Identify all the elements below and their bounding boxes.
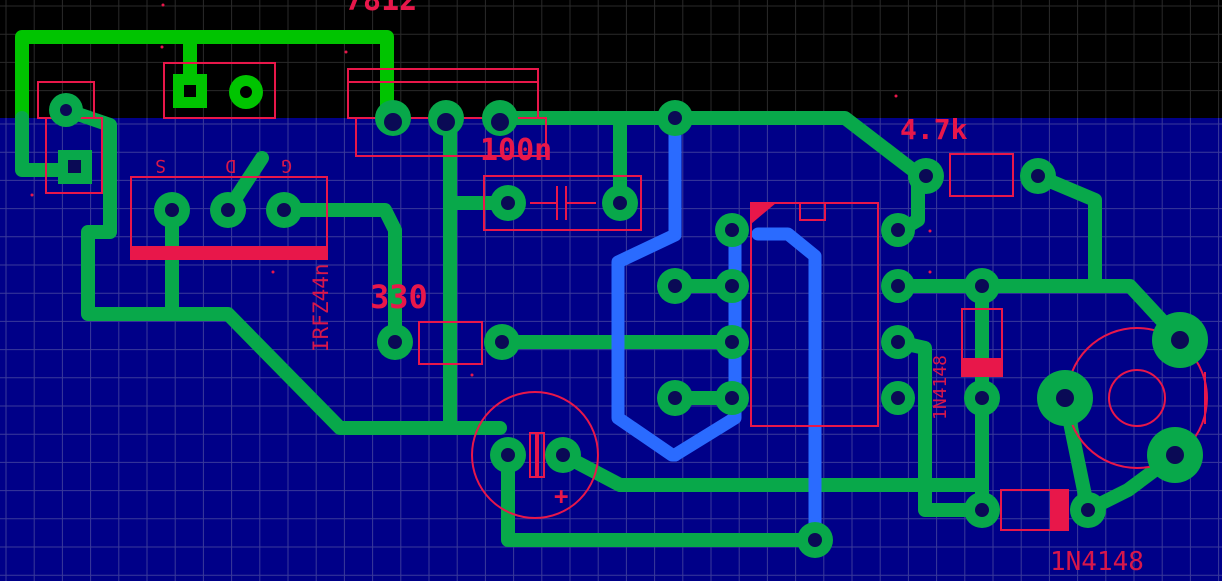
diode-1-band xyxy=(962,358,1002,376)
silk-specks xyxy=(30,3,932,377)
regulator-label: 7812 xyxy=(345,0,417,18)
diode-2-band xyxy=(1050,490,1068,530)
mosfet-pin-g-label: G xyxy=(281,155,292,176)
res-47k-outline xyxy=(949,153,1014,197)
res-47k-label: 4.7k xyxy=(900,113,968,146)
diode-2-label: 1N4148 xyxy=(1050,547,1144,577)
labels: 100n 4.7k 330 IRFZ44n S D G 1N4148 1N414… xyxy=(155,113,1144,577)
power-connector-outline xyxy=(163,62,276,119)
mosfet-tab xyxy=(131,246,327,259)
cap-100n-label: 100n xyxy=(480,133,552,168)
mosfet-pin-s-label: S xyxy=(155,155,166,176)
cap-plus-label: + xyxy=(554,482,568,510)
res-330-outline xyxy=(418,321,483,365)
ic-outline xyxy=(750,202,879,427)
diode-1-label: 1N4148 xyxy=(930,355,951,420)
mosfet-pin-d-label: D xyxy=(225,155,236,176)
res-330-label: 330 xyxy=(370,278,428,316)
electrolytic-cap-outline xyxy=(471,391,599,519)
speaker-center xyxy=(1108,369,1166,427)
pads xyxy=(49,74,1208,558)
mosfet-label: IRFZ44n xyxy=(309,263,333,352)
cap-100n-outline xyxy=(483,175,642,231)
ic-pin1-marker xyxy=(751,203,776,224)
